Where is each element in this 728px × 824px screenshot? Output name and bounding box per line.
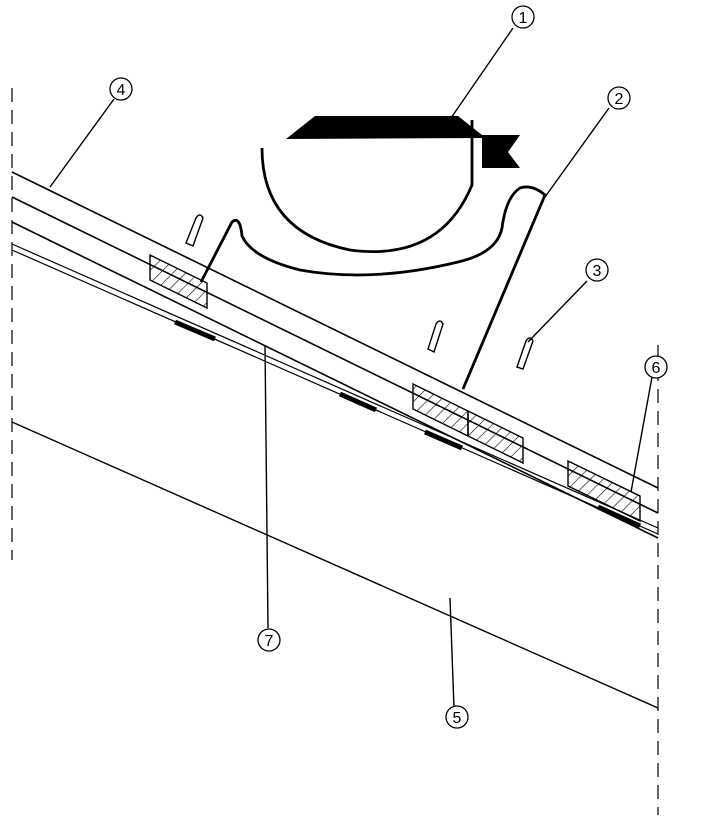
callout-number: 2 [615, 91, 624, 108]
callout-number: 5 [453, 710, 462, 727]
batten [467, 409, 524, 465]
half-round-gutter [260, 120, 474, 253]
roof-layers [11, 171, 659, 709]
callout-number: 7 [265, 633, 274, 650]
batten [149, 253, 208, 310]
callout-4: 4 [109, 77, 133, 101]
nail-icon [516, 337, 534, 370]
callout-number: 1 [519, 10, 528, 27]
leader-lines [49, 27, 653, 709]
nails [185, 214, 534, 370]
membrane-overlaps [174, 319, 642, 529]
callout-2: 2 [607, 86, 631, 110]
callout-1: 1 [511, 5, 535, 29]
callout-3: 3 [585, 258, 609, 282]
callout-5: 5 [445, 705, 469, 729]
gutter-bead [286, 116, 520, 168]
nail-icon [427, 320, 444, 353]
callout-number: 3 [593, 263, 602, 280]
callout-6: 6 [644, 355, 668, 379]
battens [149, 253, 641, 523]
gutter-bracket [199, 185, 547, 390]
callout-7: 7 [257, 628, 281, 652]
callout-number: 4 [117, 82, 126, 99]
batten [567, 459, 641, 523]
nail-icon [185, 214, 204, 247]
callout-number: 6 [652, 360, 661, 377]
